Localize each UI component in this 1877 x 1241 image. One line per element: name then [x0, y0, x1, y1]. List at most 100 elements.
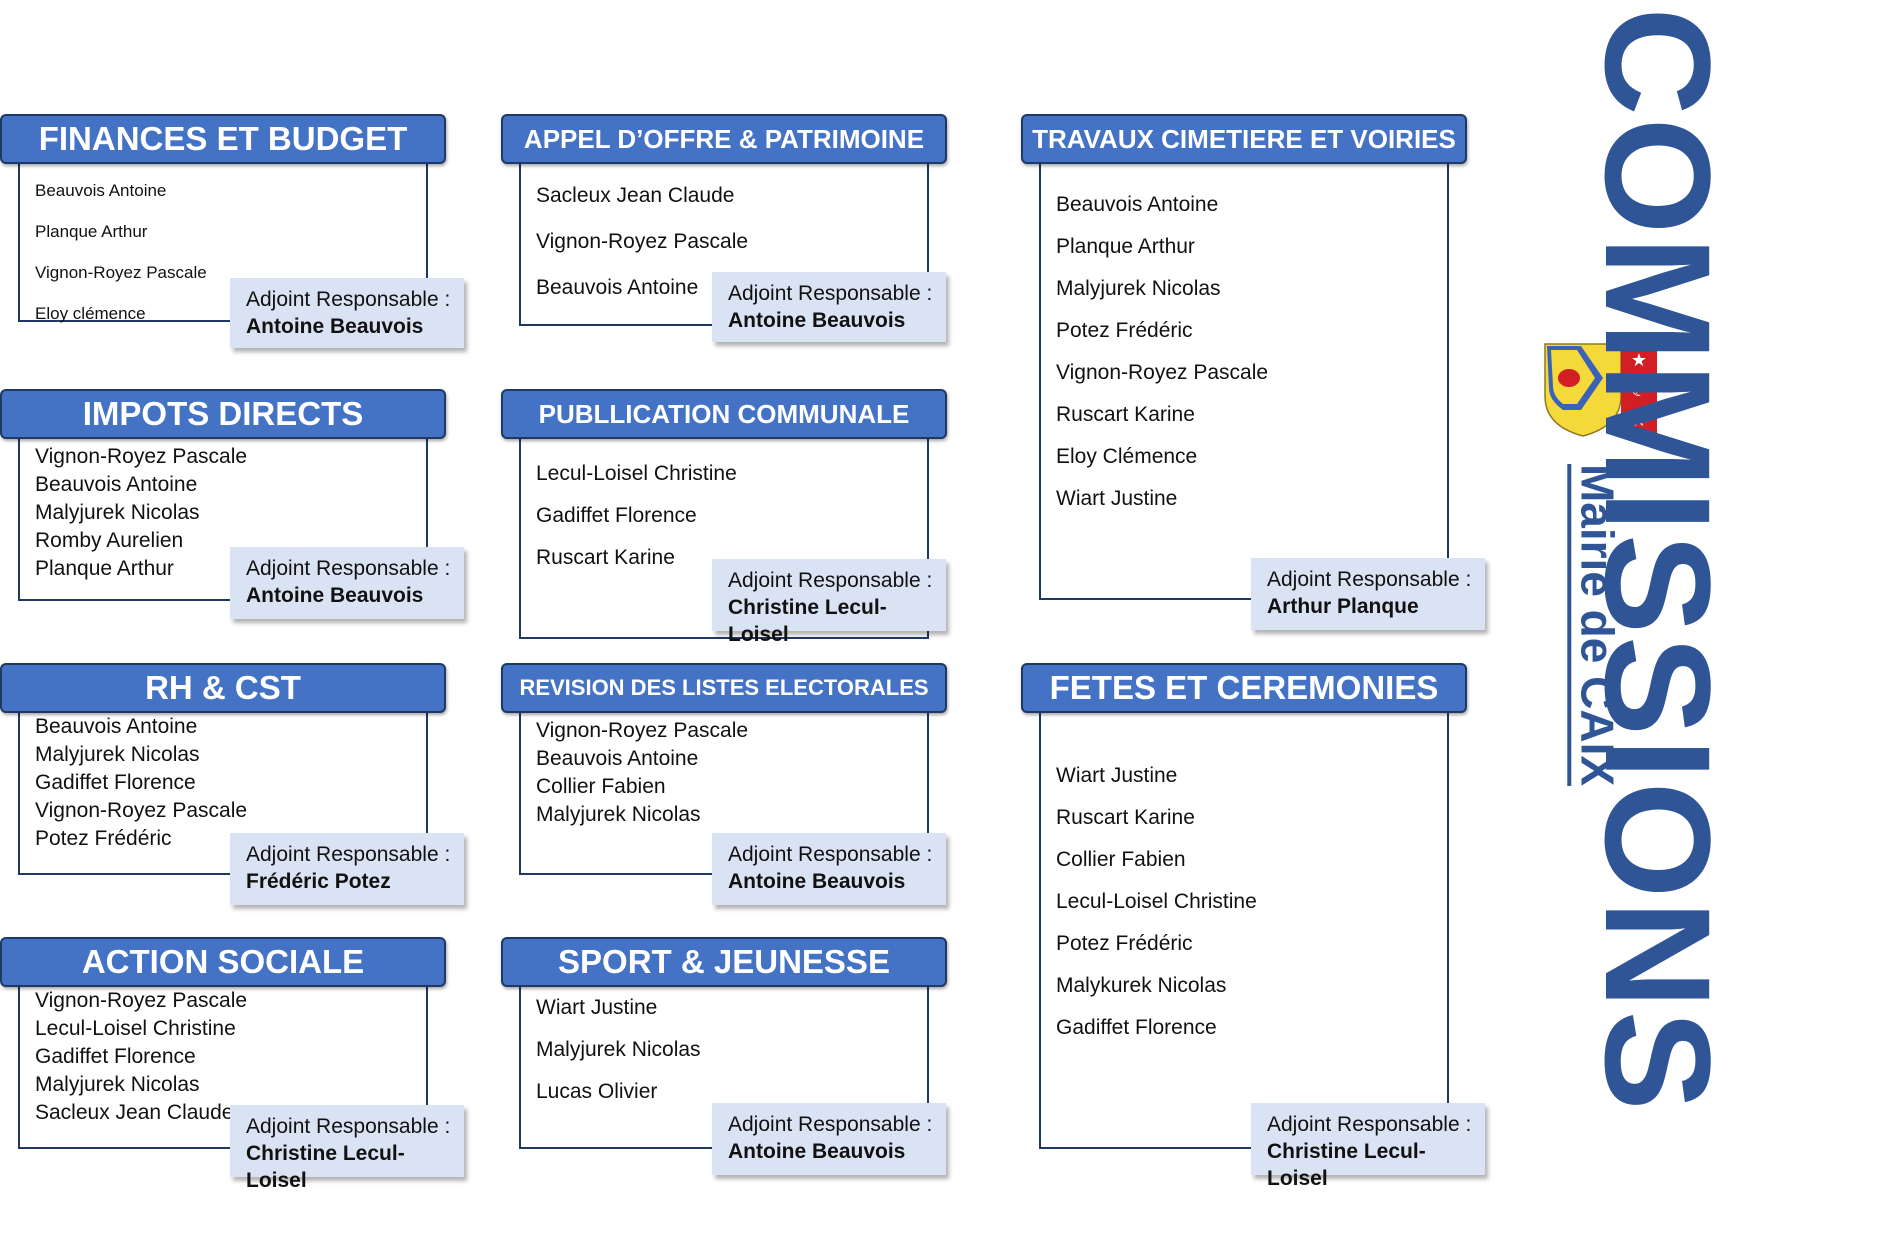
- member-name: Eloy clémence: [35, 304, 146, 323]
- svg-text:☾: ☾: [1630, 377, 1648, 401]
- adjoint-name: Antoine Beauvois: [246, 315, 424, 338]
- member-name: Sacleux Jean Claude: [35, 1101, 234, 1124]
- member-name: Eloy Clémence: [1056, 445, 1198, 468]
- page-title: COMMISSIONS: [1574, 7, 1742, 1113]
- adjoint-name: Antoine Beauvois: [728, 1140, 906, 1163]
- member-list: Beauvois Antoine Planque Arthur Malyjure…: [1056, 184, 1268, 520]
- commission-sport-jeunesse: SPORT & JEUNESSE Wiart Justine Malyjurek…: [501, 937, 971, 1187]
- adjoint-note: Adjoint Responsable : Christine Lecul-Lo…: [712, 559, 946, 646]
- commission-title: RH & CST: [0, 663, 446, 713]
- adjoint-name: Antoine Beauvois: [728, 309, 906, 332]
- adjoint-label: Adjoint Responsable :: [1267, 568, 1472, 591]
- member-name: Ruscart Karine: [1056, 403, 1195, 426]
- member-name: Lucas Olivier: [536, 1080, 658, 1103]
- member-name: Potez Frédéric: [1056, 319, 1193, 342]
- member-name: Vignon-Royez Pascale: [536, 719, 749, 742]
- member-name: Beauvois Antoine: [536, 276, 699, 299]
- member-box: [1039, 703, 1449, 1149]
- adjoint-name: Antoine Beauvois: [728, 870, 906, 893]
- commission-appel-offre-patrimoine: APPEL D’OFFRE & PATRIMOINE Sacleux Jean …: [501, 114, 971, 354]
- commission-title: ACTION SOCIALE: [0, 937, 446, 987]
- adjoint-note: Adjoint Responsable : Arthur Planque: [1251, 558, 1485, 630]
- adjoint-note: Adjoint Responsable : Christine Lecul-Lo…: [1251, 1103, 1485, 1190]
- adjoint-note: Adjoint Responsable : Antoine Beauvois: [230, 547, 464, 619]
- adjoint-name: Frédéric Potez: [246, 870, 391, 893]
- member-name: Malyjurek Nicolas: [35, 743, 200, 766]
- member-name: Ruscart Karine: [536, 546, 675, 569]
- commission-title: TRAVAUX CIMETIERE ET VOIRIES: [1021, 114, 1467, 164]
- adjoint-note: Adjoint Responsable : Antoine Beauvois: [712, 833, 946, 905]
- member-list: Sacleux Jean Claude Vignon-Royez Pascale…: [536, 173, 748, 311]
- member-name: Planque Arthur: [35, 557, 174, 580]
- adjoint-label: Adjoint Responsable :: [728, 569, 933, 592]
- member-name: Vignon-Royez Pascale: [1056, 361, 1269, 384]
- member-name: Lecul-Loisel Christine: [35, 1017, 236, 1040]
- member-name: Vignon-Royez Pascale: [35, 445, 248, 468]
- member-name: Vignon-Royez Pascale: [35, 263, 207, 282]
- commission-title: IMPOTS DIRECTS: [0, 389, 446, 439]
- commission-finances-budget: FINANCES ET BUDGET Beauvois Antoine Plan…: [0, 114, 470, 354]
- commission-rh-cst: RH & CST Beauvois Antoine Malyjurek Nico…: [0, 663, 470, 913]
- member-name: Beauvois Antoine: [536, 747, 699, 770]
- member-name: Wiart Justine: [1056, 487, 1178, 510]
- commission-fetes-ceremonies: FETES ET CEREMONIES Wiart Justine Ruscar…: [1021, 663, 1491, 1190]
- member-name: Vignon-Royez Pascale: [35, 799, 248, 822]
- adjoint-name: Arthur Planque: [1267, 595, 1419, 618]
- member-name: Potez Frédéric: [1056, 932, 1193, 955]
- member-name: Beauvois Antoine: [35, 473, 198, 496]
- member-name: Planque Arthur: [35, 222, 148, 241]
- adjoint-label: Adjoint Responsable :: [1267, 1113, 1472, 1136]
- adjoint-name: Christine Lecul-Loisel: [1267, 1140, 1426, 1190]
- member-list: Vignon-Royez Pascale Lecul-Loisel Christ…: [35, 987, 247, 1127]
- adjoint-note: Adjoint Responsable : Antoine Beauvois: [230, 278, 464, 348]
- member-name: Malykurek Nicolas: [1056, 974, 1227, 997]
- svg-text:★: ★: [1631, 350, 1647, 371]
- member-box: [1039, 154, 1449, 600]
- adjoint-note: Adjoint Responsable : Christine Lecul-Lo…: [230, 1105, 464, 1192]
- adjoint-name: Christine Lecul-Loisel: [728, 596, 887, 646]
- commission-title: REVISION DES LISTES ELECTORALES: [501, 663, 947, 713]
- member-list: Wiart Justine Ruscart Karine Collier Fab…: [1056, 755, 1257, 1049]
- adjoint-note: Adjoint Responsable : Antoine Beauvois: [712, 1103, 946, 1175]
- member-name: Gadiffet Florence: [1056, 1016, 1217, 1039]
- commission-impots-directs: IMPOTS DIRECTS Vignon-Royez Pascale Beau…: [0, 389, 470, 629]
- member-name: Gadiffet Florence: [35, 771, 196, 794]
- member-list: Vignon-Royez Pascale Beauvois Antoine Ma…: [35, 443, 247, 583]
- member-name: Gadiffet Florence: [536, 504, 697, 527]
- adjoint-note: Adjoint Responsable : Antoine Beauvois: [712, 272, 946, 342]
- member-name: Beauvois Antoine: [1056, 193, 1219, 216]
- adjoint-label: Adjoint Responsable :: [728, 1113, 933, 1136]
- member-name: Malyjurek Nicolas: [35, 501, 200, 524]
- adjoint-label: Adjoint Responsable :: [728, 843, 933, 866]
- member-name: Wiart Justine: [1056, 764, 1178, 787]
- commission-travaux-cimetiere-voiries: TRAVAUX CIMETIERE ET VOIRIES Beauvois An…: [1021, 114, 1491, 634]
- member-list: Beauvois Antoine Malyjurek Nicolas Gadif…: [35, 713, 247, 853]
- commission-title: PUBLLICATION COMMUNALE: [501, 389, 947, 439]
- adjoint-name: Christine Lecul-Loisel: [246, 1142, 405, 1192]
- commission-revision-listes-electorales: REVISION DES LISTES ELECTORALES Vignon-R…: [501, 663, 971, 913]
- member-name: Gadiffet Florence: [35, 1045, 196, 1068]
- commission-publication-communale: PUBLLICATION COMMUNALE Lecul-Loisel Chri…: [501, 389, 971, 646]
- commission-title: FETES ET CEREMONIES: [1021, 663, 1467, 713]
- member-name: Malyjurek Nicolas: [536, 803, 701, 826]
- member-name: Malyjurek Nicolas: [536, 1038, 701, 1061]
- adjoint-label: Adjoint Responsable :: [246, 1115, 451, 1138]
- member-name: Beauvois Antoine: [35, 181, 167, 200]
- adjoint-note: Adjoint Responsable : Frédéric Potez: [230, 833, 464, 905]
- adjoint-label: Adjoint Responsable :: [246, 557, 451, 580]
- member-name: Vignon-Royez Pascale: [536, 230, 749, 253]
- member-name: Collier Fabien: [1056, 848, 1186, 871]
- member-name: Potez Frédéric: [35, 827, 172, 850]
- member-name: Malyjurek Nicolas: [1056, 277, 1221, 300]
- member-name: Vignon-Royez Pascale: [35, 989, 248, 1012]
- member-list: Wiart Justine Malyjurek Nicolas Lucas Ol…: [536, 987, 701, 1113]
- member-name: Planque Arthur: [1056, 235, 1195, 258]
- member-list: Lecul-Loisel Christine Gadiffet Florence…: [536, 453, 737, 579]
- commission-action-sociale: ACTION SOCIALE Vignon-Royez Pascale Lecu…: [0, 937, 470, 1192]
- member-name: Collier Fabien: [536, 775, 666, 798]
- member-name: Sacleux Jean Claude: [536, 184, 735, 207]
- member-name: Wiart Justine: [536, 996, 658, 1019]
- member-name: Romby Aurelien: [35, 529, 184, 552]
- coat-of-arms-icon: ★ ☾ ★: [1544, 342, 1657, 437]
- adjoint-label: Adjoint Responsable :: [246, 288, 451, 311]
